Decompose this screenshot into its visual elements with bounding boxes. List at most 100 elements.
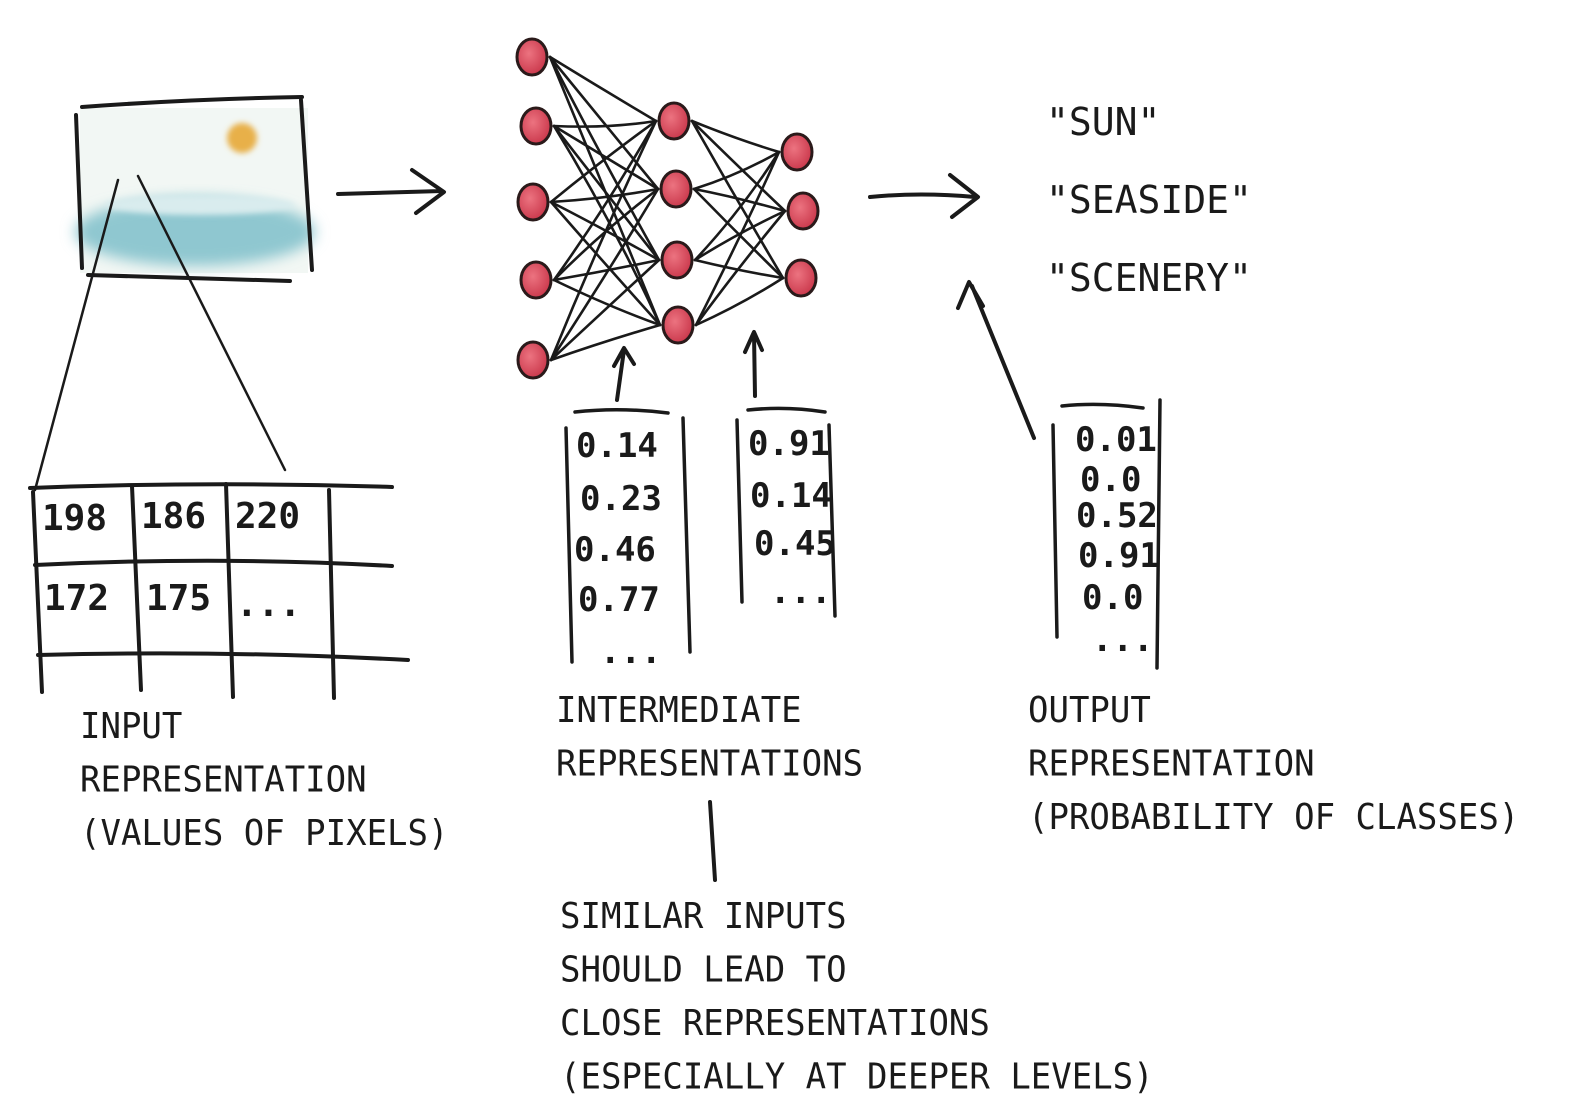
- output-label-line: OUTPUT: [1028, 689, 1151, 732]
- intermediate-value: ...: [600, 632, 662, 672]
- note-line: CLOSE REPRESENTATIONS: [560, 1002, 990, 1045]
- network-edge: [692, 150, 781, 191]
- network-edge: [549, 323, 662, 362]
- output-value: 0.0: [1080, 460, 1142, 500]
- network-node: [660, 240, 694, 280]
- class-label: "SEASIDE": [1046, 178, 1252, 222]
- network-edge: [549, 119, 658, 204]
- intermediate-value: 0.91: [748, 424, 830, 464]
- col1-bracket-left: [564, 426, 574, 664]
- network-edge: [549, 187, 660, 204]
- zoom-line-left: [33, 178, 120, 492]
- image-sea-foam: [105, 195, 295, 215]
- network-node: [516, 182, 550, 222]
- network-nodes: [515, 37, 820, 380]
- network-edge: [690, 119, 781, 154]
- network-edge: [552, 124, 661, 262]
- network-edges: [548, 55, 787, 362]
- network-node: [516, 340, 550, 380]
- network-edge: [692, 187, 787, 213]
- output-label-line: REPRESENTATION: [1028, 742, 1315, 785]
- network-edge: [693, 209, 787, 262]
- sun-icon: [227, 123, 257, 153]
- intermediate-value: 0.46: [574, 530, 656, 570]
- output-value: 0.52: [1076, 496, 1158, 536]
- input-image: [74, 95, 315, 283]
- network-node: [784, 258, 818, 298]
- arrow-col2-to-network: [743, 330, 764, 398]
- arrow-output-to-classes: [956, 280, 1036, 440]
- input-label: INPUT REPRESENTATION (VALUES OF PIXELS): [80, 700, 448, 861]
- network-node: [519, 106, 553, 146]
- network-edge: [693, 150, 781, 262]
- pixel-value: 172: [44, 578, 110, 619]
- out-bracket-right: [1155, 398, 1162, 670]
- output-value: 0.0: [1082, 578, 1144, 618]
- col1-bracket-right: [681, 416, 692, 654]
- image-frame-top: [80, 95, 304, 109]
- col2-bracket-right: [827, 423, 837, 618]
- network-edge: [694, 276, 785, 327]
- note-connector-line: [708, 800, 717, 882]
- image-sea: [75, 198, 315, 266]
- intermediate-label: INTERMEDIATE REPRESENTATIONS: [556, 684, 863, 791]
- network-edge: [552, 124, 660, 191]
- network-edge: [548, 55, 658, 123]
- output-value: 0.01: [1075, 420, 1157, 460]
- class-label: "SCENERY": [1046, 256, 1252, 300]
- network-node: [780, 132, 814, 172]
- arrow-col1-to-network: [612, 346, 636, 402]
- network-node: [661, 305, 695, 345]
- output-value: 0.91: [1078, 536, 1160, 576]
- col1-bracket-top: [573, 408, 670, 415]
- network-edge: [549, 187, 660, 362]
- intermediate-value: ...: [770, 572, 832, 612]
- network-node: [657, 101, 691, 141]
- network-node: [519, 260, 553, 300]
- network-edge: [693, 258, 785, 280]
- intermediate-value: 0.23: [580, 479, 662, 519]
- zoom-line-right: [136, 174, 287, 472]
- network-edge: [694, 209, 787, 327]
- network-edge: [694, 150, 781, 327]
- note-line: SIMILAR INPUTS: [560, 895, 847, 938]
- intermediate-label-line: REPRESENTATIONS: [556, 742, 864, 785]
- network-edge: [552, 119, 658, 128]
- intermediate-value: 0.45: [754, 524, 836, 564]
- network-edge: [690, 119, 787, 213]
- image-frame-left: [74, 113, 84, 270]
- input-label-line: (VALUES OF PIXELS): [80, 812, 449, 855]
- out-bracket-left: [1051, 423, 1059, 639]
- network-edge: [549, 200, 662, 327]
- class-label: "SUN": [1046, 100, 1161, 144]
- pixel-value: 186: [141, 496, 207, 537]
- network-edge: [552, 258, 661, 282]
- network-edge: [549, 258, 661, 362]
- pixel-value: ...: [236, 584, 302, 625]
- input-label-line: REPRESENTATION: [80, 758, 367, 801]
- pixel-value: 175: [146, 578, 212, 619]
- output-label-line: (PROBABILITY OF CLASSES): [1028, 796, 1520, 839]
- intermediate-value: 0.77: [578, 580, 660, 620]
- output-value: ...: [1092, 620, 1154, 660]
- note-text: SIMILAR INPUTS SHOULD LEAD TO CLOSE REPR…: [560, 890, 1154, 1104]
- intermediate-label-line: INTERMEDIATE: [556, 689, 802, 732]
- network-edge: [549, 200, 661, 262]
- arrow-network-to-classes: [868, 173, 980, 219]
- col2-bracket-top: [746, 406, 827, 414]
- network-node: [786, 191, 820, 231]
- note-line: SHOULD LEAD TO: [560, 948, 847, 991]
- pixel-value: 220: [235, 496, 301, 537]
- input-label-line: INPUT: [80, 705, 183, 748]
- network-edge: [552, 119, 658, 282]
- pixel-value: 198: [42, 498, 108, 539]
- network-edge: [548, 55, 661, 262]
- intermediate-value: 0.14: [750, 476, 832, 516]
- pixel-grid: [28, 482, 410, 700]
- intermediate-value: 0.14: [576, 426, 658, 466]
- arrow-image-to-network: [336, 168, 446, 215]
- output-label: OUTPUT REPRESENTATION (PROBABILITY OF CL…: [1028, 684, 1519, 845]
- network-node: [515, 37, 549, 77]
